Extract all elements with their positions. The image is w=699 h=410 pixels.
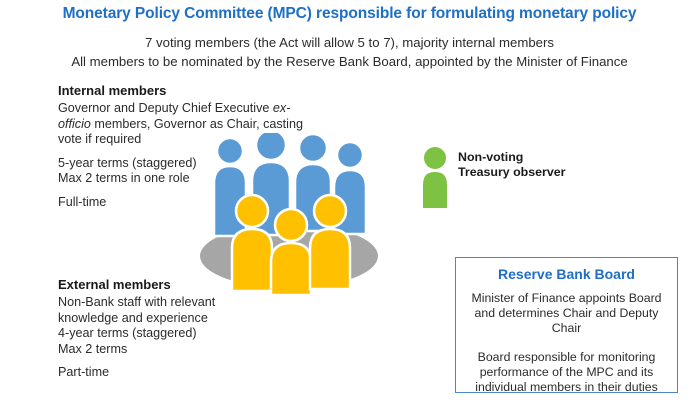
internal-para1-part2: members, Governor as Chair, casting vote… bbox=[58, 116, 303, 147]
external-line-4: Max 2 terms bbox=[58, 341, 128, 356]
external-member-figure-1 bbox=[230, 193, 274, 293]
internal-terms-line-2: Max 2 terms in one role bbox=[58, 171, 190, 185]
external-members-paragraph-1: Non-Bank staff with relevant knowledge a… bbox=[58, 295, 288, 357]
external-members-heading: External members bbox=[58, 277, 171, 292]
subtitle-line-1: 7 voting members (the Act will allow 5 t… bbox=[145, 35, 554, 50]
people-illustration-svg bbox=[200, 128, 378, 297]
internal-para1-part1: Governor and Deputy Chief Executive bbox=[58, 101, 273, 115]
internal-members-paragraph-1: Governor and Deputy Chief Executive ex-o… bbox=[58, 101, 308, 148]
reserve-bank-board-paragraph-1: Minister of Finance appoints Board and d… bbox=[471, 291, 662, 336]
treasury-observer-block: Non-voting Treasury observer bbox=[420, 146, 620, 208]
observer-head bbox=[424, 147, 446, 169]
external-member-figure-2 bbox=[269, 207, 313, 297]
external-line-3: 4-year terms (staggered) bbox=[58, 326, 197, 340]
internal-members-heading: Internal members bbox=[58, 83, 167, 98]
observer-line-2: Treasury observer bbox=[458, 165, 566, 179]
page-title: Monetary Policy Committee (MPC) responsi… bbox=[62, 5, 637, 22]
external-members-paragraph-2: Part-time bbox=[58, 365, 110, 379]
treasury-observer-label: Non-voting Treasury observer bbox=[458, 150, 565, 180]
reserve-bank-board-box: Reserve Bank Board Minister of Finance a… bbox=[455, 257, 678, 395]
internal-para1-italic: ex-officio bbox=[58, 101, 291, 131]
internal-terms-line-1: 5-year terms (staggered) bbox=[58, 155, 197, 170]
observer-line-1: Non-voting bbox=[458, 150, 524, 164]
external-members-block: External members Non-Bank staff with rel… bbox=[58, 277, 288, 381]
subtitle-line-2: All members to be nominated by the Reser… bbox=[71, 54, 628, 69]
internal-members-paragraph-2: 5-year terms (staggered) Max 2 terms in … bbox=[58, 156, 308, 187]
external-line-1: Non-Bank staff with relevant bbox=[58, 295, 216, 309]
internal-members-paragraph-3: Full-time bbox=[58, 194, 107, 209]
person-icon bbox=[420, 146, 450, 208]
group-of-people-icon bbox=[193, 128, 388, 297]
external-line-2: knowledge and experience bbox=[58, 310, 208, 325]
observer-body bbox=[423, 172, 447, 208]
subtitle-block: 7 voting members (the Act will allow 5 t… bbox=[0, 33, 699, 71]
external-member-figure-3 bbox=[308, 193, 352, 291]
reserve-bank-board-title: Reserve Bank Board bbox=[498, 266, 635, 282]
reserve-bank-board-paragraph-2: Board responsible for monitoring perform… bbox=[475, 349, 658, 395]
observer-figure-svg bbox=[423, 147, 447, 208]
internal-members-block: Internal members Governor and Deputy Chi… bbox=[58, 83, 308, 210]
